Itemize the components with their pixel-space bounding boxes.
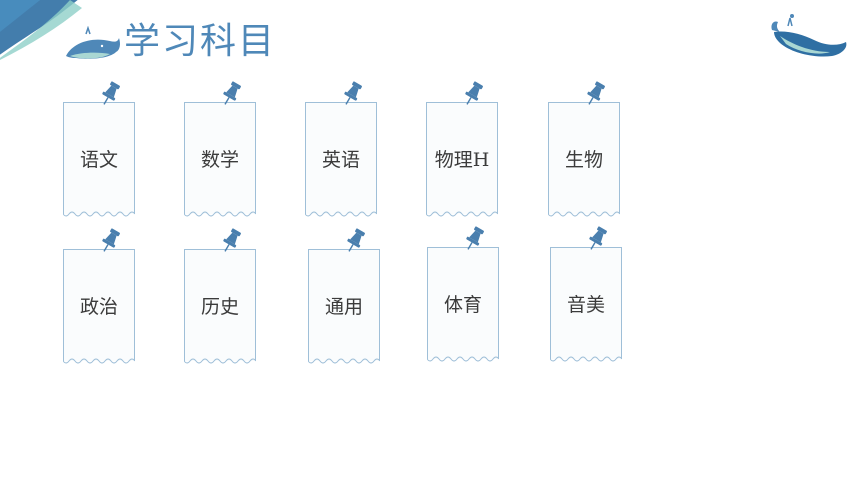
subject-label: 英语 [321, 149, 360, 171]
pushpin-icon [102, 81, 120, 105]
whale-icon [66, 26, 120, 59]
wavy-edge [305, 211, 377, 217]
wavy-edge [548, 211, 620, 217]
pushpin-icon [223, 81, 241, 105]
subject-card-math[interactable]: 数学 [184, 81, 256, 217]
pushpin-icon [102, 228, 120, 252]
pushpin-icon [223, 228, 241, 252]
subject-card-politics[interactable]: 政治 [63, 228, 135, 364]
subject-card-general-tech[interactable]: 通用 [308, 228, 380, 364]
subject-label: 通用 [324, 296, 363, 318]
wavy-edge [550, 356, 622, 362]
subject-label: 音美 [566, 294, 605, 316]
watercolor-wash-decoration [0, 0, 82, 61]
subject-card-biology[interactable]: 生物 [548, 81, 620, 217]
subject-label: 政治 [79, 296, 118, 318]
subject-label: 体育 [443, 294, 482, 316]
subject-card-history[interactable]: 历史 [184, 228, 256, 364]
subject-label: 物理H [434, 149, 490, 171]
wavy-edge [184, 358, 256, 364]
subject-card-pe[interactable]: 体育 [427, 226, 499, 362]
wavy-edge [184, 211, 256, 217]
subject-label: 历史 [200, 296, 239, 318]
pushpin-icon [587, 81, 605, 105]
wavy-edge [427, 356, 499, 362]
pushpin-icon [466, 226, 484, 250]
subject-card-physics[interactable]: 物理H [426, 81, 498, 217]
subject-card-music-art[interactable]: 音美 [550, 226, 622, 362]
whale-illustration [771, 14, 847, 57]
subject-label: 数学 [200, 149, 239, 171]
wavy-edge [63, 358, 135, 364]
wavy-edge [63, 211, 135, 217]
pushpin-icon [465, 81, 483, 105]
pushpin-icon [347, 228, 365, 252]
wavy-edge [308, 358, 380, 364]
wavy-edge [426, 211, 498, 217]
pushpin-icon [589, 226, 607, 250]
subject-card-english[interactable]: 英语 [305, 81, 377, 217]
pushpin-icon [344, 81, 362, 105]
page-title: 学习科目 [124, 21, 277, 62]
subject-card-chinese[interactable]: 语文 [63, 81, 135, 217]
subject-label: 生物 [564, 149, 603, 171]
subject-label: 语文 [79, 149, 118, 171]
